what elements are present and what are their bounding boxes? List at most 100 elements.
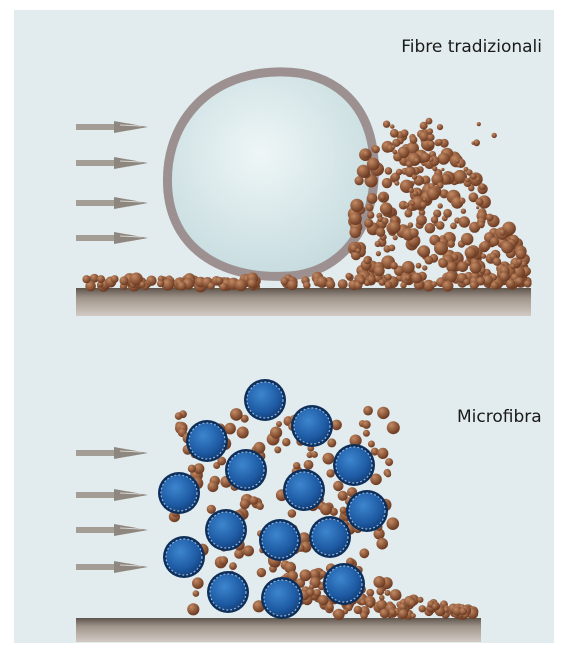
dirt-particle bbox=[390, 129, 399, 138]
dirt-particle bbox=[408, 599, 416, 607]
microfiber-cross-section bbox=[244, 379, 286, 421]
dirt-particle bbox=[476, 277, 485, 286]
dirt-particle bbox=[379, 194, 386, 201]
microfiber-cross-section bbox=[261, 577, 303, 619]
dirt-particle bbox=[427, 128, 433, 134]
dirt-particle bbox=[320, 503, 332, 515]
dirt-particle bbox=[376, 538, 388, 550]
flow-arrow-icon bbox=[76, 447, 148, 459]
dirt-particle bbox=[426, 118, 433, 125]
dirt-particle bbox=[219, 556, 228, 565]
dirt-particle bbox=[399, 609, 409, 619]
dirt-particle bbox=[367, 158, 380, 171]
dirt-particle bbox=[376, 251, 381, 256]
dirt-particle bbox=[318, 595, 329, 606]
microfiber-cross-section bbox=[207, 571, 249, 613]
dirt-particle bbox=[316, 276, 328, 288]
dirt-particle bbox=[385, 590, 391, 596]
dirt-particle bbox=[418, 245, 430, 257]
dirt-particle bbox=[364, 219, 373, 228]
microfiber-cross-section bbox=[309, 516, 351, 558]
flow-arrow-group bbox=[76, 121, 148, 244]
dirt-particle bbox=[338, 279, 348, 289]
dirt-particle bbox=[493, 258, 501, 266]
dirt-particle bbox=[388, 221, 400, 233]
dirt-particle bbox=[492, 133, 497, 138]
large-fiber-cross-section bbox=[167, 72, 374, 276]
dirt-particle bbox=[490, 237, 499, 246]
dirt-particle bbox=[427, 134, 434, 141]
dirt-particle bbox=[420, 202, 427, 209]
dirt-particle bbox=[387, 517, 400, 530]
traditional-fiber-label: Fibre tradizionali bbox=[401, 37, 542, 57]
dirt-particle bbox=[409, 188, 414, 193]
microfiber-cross-section bbox=[158, 472, 200, 514]
dirt-particle bbox=[354, 606, 362, 614]
dirt-particle bbox=[393, 235, 398, 240]
dirt-particle bbox=[481, 254, 486, 259]
dirt-particle bbox=[455, 159, 459, 163]
dirt-particle bbox=[501, 241, 514, 254]
dirt-particle bbox=[177, 281, 186, 290]
dirt-particle bbox=[282, 438, 290, 446]
dirt-particle bbox=[412, 174, 417, 179]
dirt-particle bbox=[120, 276, 129, 285]
dirt-particle bbox=[432, 603, 438, 609]
dirt-particle bbox=[311, 451, 318, 458]
dirt-particle bbox=[404, 210, 412, 218]
dirt-particle bbox=[477, 178, 480, 181]
dirt-particle bbox=[355, 176, 364, 185]
dirt-particle bbox=[461, 233, 473, 245]
dirt-particle bbox=[441, 168, 444, 171]
dirt-particle bbox=[375, 241, 381, 247]
dirt-particle bbox=[479, 183, 486, 190]
dirt-particle bbox=[326, 280, 335, 289]
dirt-particle bbox=[193, 590, 200, 597]
dirt-particle bbox=[389, 609, 396, 616]
dirt-particle bbox=[459, 216, 470, 227]
dirt-particle bbox=[432, 166, 437, 171]
dirt-particle bbox=[366, 204, 374, 212]
dirt-particle bbox=[240, 499, 250, 509]
dirt-particle bbox=[380, 202, 393, 215]
dirt-particle bbox=[358, 277, 365, 284]
dirt-particle bbox=[376, 228, 385, 237]
dirt-particle bbox=[438, 258, 448, 268]
flow-arrow-icon bbox=[76, 232, 148, 244]
dirt-particle bbox=[437, 124, 443, 130]
dirt-particle bbox=[326, 469, 334, 477]
dirt-particle bbox=[416, 215, 427, 226]
dirt-particle bbox=[436, 221, 445, 230]
dirt-particle bbox=[416, 263, 422, 269]
dirt-particle bbox=[406, 161, 413, 168]
dirt-particle bbox=[459, 608, 467, 616]
dirt-particle bbox=[437, 139, 443, 145]
dirt-particle bbox=[402, 261, 415, 274]
microfiber-illustration bbox=[14, 330, 554, 643]
microfiber-cross-section bbox=[259, 519, 301, 561]
dirt-particle bbox=[515, 277, 523, 285]
dirt-particle bbox=[457, 164, 461, 168]
dirt-particle bbox=[235, 279, 247, 291]
dirt-particle bbox=[517, 259, 523, 265]
dirt-particle bbox=[390, 589, 402, 601]
dirt-particle bbox=[306, 589, 314, 597]
dirt-particle bbox=[405, 275, 411, 281]
microfiber-cross-section bbox=[346, 490, 388, 532]
dirt-particle bbox=[374, 265, 385, 276]
dirt-particle bbox=[326, 603, 334, 611]
dirt-particle bbox=[380, 609, 390, 619]
dirt-particle bbox=[390, 262, 398, 270]
dirt-particle bbox=[383, 121, 390, 128]
dirt-particle bbox=[465, 178, 470, 183]
dirt-particle bbox=[293, 462, 300, 469]
traditional-fiber-illustration bbox=[14, 10, 554, 330]
dirt-particle bbox=[419, 605, 426, 612]
dirt-particle bbox=[425, 223, 436, 234]
dirt-particle bbox=[438, 203, 443, 208]
dirt-particle bbox=[333, 609, 344, 620]
dirt-particle bbox=[427, 140, 434, 147]
dirt-particle bbox=[506, 279, 515, 288]
dirt-particle bbox=[411, 273, 422, 284]
dirt-particle bbox=[392, 145, 396, 149]
